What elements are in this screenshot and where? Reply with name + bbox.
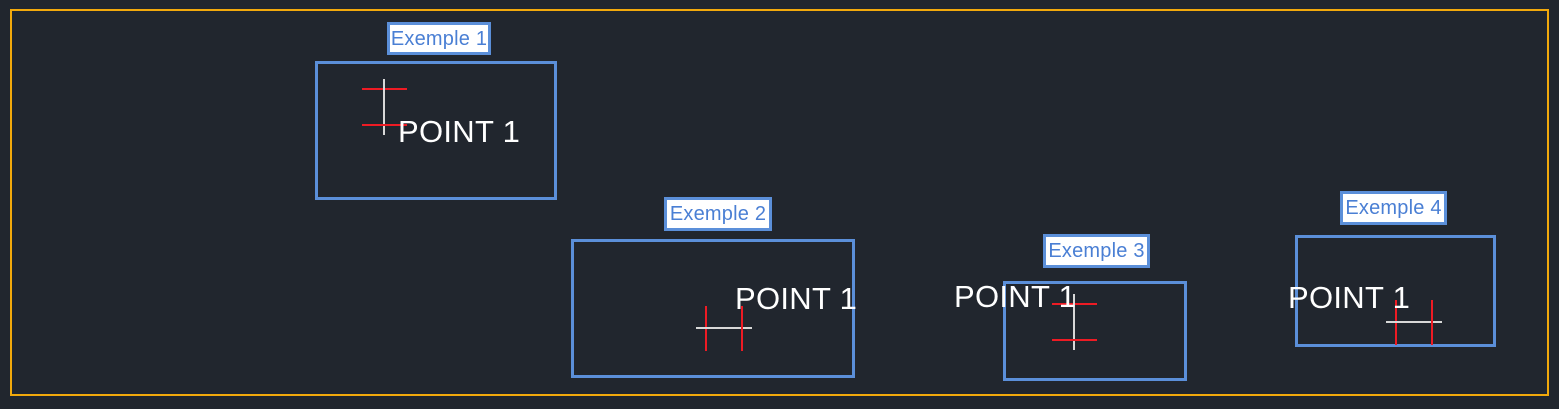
marker-stem-icon [696, 327, 752, 329]
example-label-chip-2[interactable]: Exemple 2 [664, 197, 772, 231]
point-node-marker-3[interactable] [1052, 294, 1097, 350]
example-label-text-2: Exemple 2 [669, 203, 767, 225]
cad-rectangle-2[interactable] [571, 239, 855, 378]
marker-bar-right-icon [1431, 300, 1433, 345]
marker-bar-right-icon [741, 306, 743, 351]
point-text-3: POINT 1 [954, 279, 1077, 314]
marker-bar-bottom-icon [1052, 339, 1097, 341]
example-label-chip-1[interactable]: Exemple 1 [387, 22, 491, 55]
point-node-marker-2[interactable] [696, 306, 752, 351]
point-text-4: POINT 1 [1288, 280, 1411, 315]
marker-stem-icon [1073, 294, 1075, 350]
point-text-2: POINT 1 [735, 281, 858, 316]
marker-stem-icon [383, 79, 385, 135]
marker-stem-icon [1386, 321, 1442, 323]
cad-rectangle-3[interactable] [1003, 281, 1187, 381]
point-text-1: POINT 1 [398, 114, 521, 149]
point-node-marker-4[interactable] [1386, 300, 1442, 345]
example-label-text-3: Exemple 3 [1048, 240, 1145, 262]
example-label-text-1: Exemple 1 [390, 27, 488, 50]
example-label-text-4: Exemple 4 [1345, 197, 1442, 219]
example-label-chip-3[interactable]: Exemple 3 [1043, 234, 1150, 268]
point-node-marker-1[interactable] [362, 79, 407, 135]
cad-rectangle-4[interactable] [1295, 235, 1496, 347]
marker-bar-bottom-icon [362, 124, 407, 126]
cad-rectangle-1[interactable] [315, 61, 557, 200]
example-label-chip-4[interactable]: Exemple 4 [1340, 191, 1447, 225]
